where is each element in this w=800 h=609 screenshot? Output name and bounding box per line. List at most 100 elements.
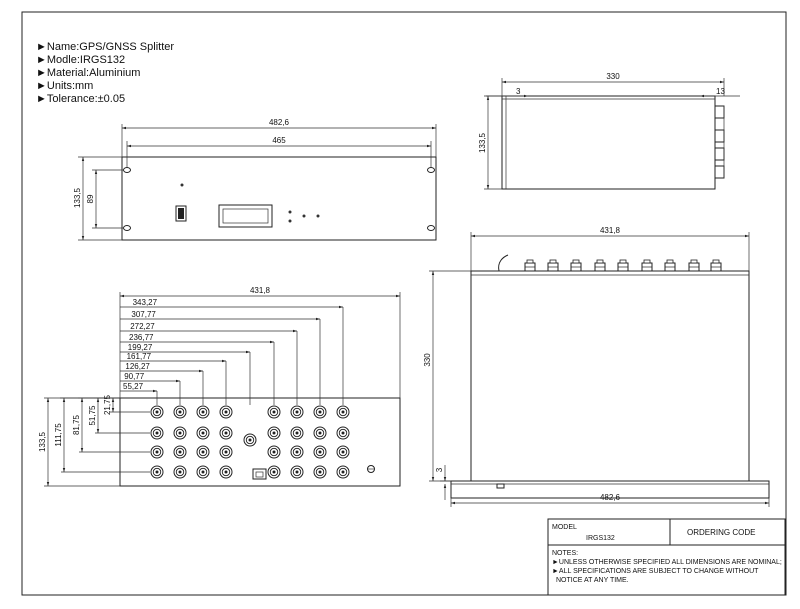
- drawing-border: [21, 11, 787, 596]
- bnc-connector: [290, 465, 304, 479]
- top-connector: [547, 259, 559, 272]
- model-value: IRGS132: [586, 535, 615, 542]
- lcd-window: [222, 208, 269, 224]
- top-body: [470, 270, 750, 482]
- bnc-connector: [173, 445, 187, 459]
- bnc-connector: [336, 445, 350, 459]
- spec-material: ►Material:Aluminium: [36, 67, 140, 79]
- bnc-connector: [243, 433, 257, 447]
- dim-front-height: 133,5: [73, 187, 82, 208]
- side-connector: [714, 147, 725, 161]
- bnc-connector: [313, 426, 327, 440]
- top-connector: [524, 259, 536, 272]
- power-led: [180, 183, 184, 187]
- side-connector: [714, 105, 725, 119]
- front-view: 482,6 465 133,5 89: [73, 118, 437, 241]
- bnc-connector: [267, 465, 281, 479]
- front-mount-hole: [123, 167, 131, 173]
- bnc-connector: [150, 465, 164, 479]
- top-connector: [688, 259, 700, 272]
- bnc-connector: [219, 426, 233, 440]
- spec-name: ►Name:GPS/GNSS Splitter: [36, 41, 174, 53]
- bnc-connector: [173, 465, 187, 479]
- bnc-connector: [219, 445, 233, 459]
- model-label: MODEL: [552, 524, 577, 531]
- dim-top-foot: 3: [435, 467, 444, 472]
- bnc-connector: [313, 465, 327, 479]
- indicator-led: [288, 210, 292, 214]
- rear-view: 431,8 343,27307,77272,27236,77199,27161,…: [38, 286, 401, 487]
- front-mount-hole: [427, 225, 435, 231]
- power-switch: [175, 205, 187, 222]
- bnc-connector: [219, 405, 233, 419]
- dim-front-hole-height: 89: [86, 194, 95, 203]
- dim-side-depth: 330: [606, 72, 620, 81]
- indicator-led: [288, 219, 292, 223]
- rear-panel: [119, 397, 401, 487]
- spec-units: ►Units:mm: [36, 80, 93, 92]
- top-cable: [498, 254, 509, 272]
- dim-rear-x-offset: 199,27: [128, 343, 153, 352]
- indicator-led: [302, 214, 306, 218]
- indicator-led: [316, 214, 320, 218]
- top-connector: [594, 259, 606, 272]
- dim-side-height: 133,5: [478, 132, 487, 153]
- dim-rear-y-offset: 51,75: [88, 405, 97, 426]
- front-mount-hole: [123, 225, 131, 231]
- front-mount-hole: [427, 167, 435, 173]
- dim-rear-x-offset: 272,27: [130, 322, 155, 331]
- bnc-connector: [267, 405, 281, 419]
- bnc-connector: [196, 445, 210, 459]
- dim-side-front-offset: 3: [516, 87, 521, 96]
- ethernet-port-inner: [255, 471, 264, 478]
- title-block: MODEL IRGS132 ORDERING CODE NOTES: ►UNLE…: [547, 518, 786, 596]
- bnc-connector: [150, 405, 164, 419]
- spec-list: ►Name:GPS/GNSS Splitter ►Modle:IRGS132 ►…: [36, 41, 174, 105]
- ordering-code-label: ORDERING CODE: [687, 528, 755, 537]
- bnc-connector: [267, 445, 281, 459]
- bnc-connector: [150, 445, 164, 459]
- dim-rear-x-offset: 161,77: [127, 352, 152, 361]
- dim-top-flange-width: 482,6: [600, 493, 621, 502]
- dim-rear-width: 431,8: [250, 286, 271, 295]
- front-panel: [121, 156, 437, 241]
- top-rack-flange: [450, 480, 770, 499]
- bnc-connector: [173, 426, 187, 440]
- bnc-connector: [336, 465, 350, 479]
- bnc-connector: [313, 405, 327, 419]
- dim-rear-x-offset: 55,27: [123, 382, 144, 391]
- dim-rear-y-offset: 81,75: [72, 414, 81, 435]
- bnc-connector: [173, 405, 187, 419]
- dim-top-width: 431,8: [600, 226, 621, 235]
- bnc-connector: [313, 445, 327, 459]
- dim-rear-x-offset: 307,77: [131, 310, 156, 319]
- note-line-3: NOTICE AT ANY TIME.: [556, 577, 629, 584]
- top-view: 431,8 330 3 482,6: [423, 226, 770, 507]
- note-line-2: ►ALL SPECIFICATIONS ARE SUBJECT TO CHANG…: [552, 568, 759, 575]
- notes-label: NOTES:: [552, 550, 578, 557]
- top-connector: [570, 259, 582, 272]
- bnc-connector: [267, 426, 281, 440]
- bnc-connector: [196, 426, 210, 440]
- ground-screw: [367, 465, 375, 473]
- bnc-connector: [196, 465, 210, 479]
- side-connector: [714, 165, 725, 179]
- bnc-connector: [290, 445, 304, 459]
- bnc-connector: [290, 405, 304, 419]
- dim-rear-x-offset: 126,27: [125, 362, 150, 371]
- spec-model: ►Modle:IRGS132: [36, 54, 125, 66]
- top-connector: [664, 259, 676, 272]
- dim-side-rear-offset: 13: [716, 87, 725, 96]
- dim-rear-y-offset: 111,75: [54, 423, 63, 447]
- bnc-connector: [219, 465, 233, 479]
- side-view: 330 3 13 133,5: [478, 72, 740, 190]
- lcd-display: [218, 204, 273, 228]
- dim-top-depth: 330: [423, 353, 432, 367]
- top-foot: [496, 483, 505, 489]
- dim-rear-x-offset: 343,27: [133, 298, 158, 307]
- note-line-1: ►UNLESS OTHERWISE SPECIFIED ALL DIMENSIO…: [552, 559, 782, 566]
- top-connector: [617, 259, 629, 272]
- spec-tolerance: ►Tolerance:±0.05: [36, 93, 125, 105]
- dim-front-width: 482,6: [269, 118, 290, 127]
